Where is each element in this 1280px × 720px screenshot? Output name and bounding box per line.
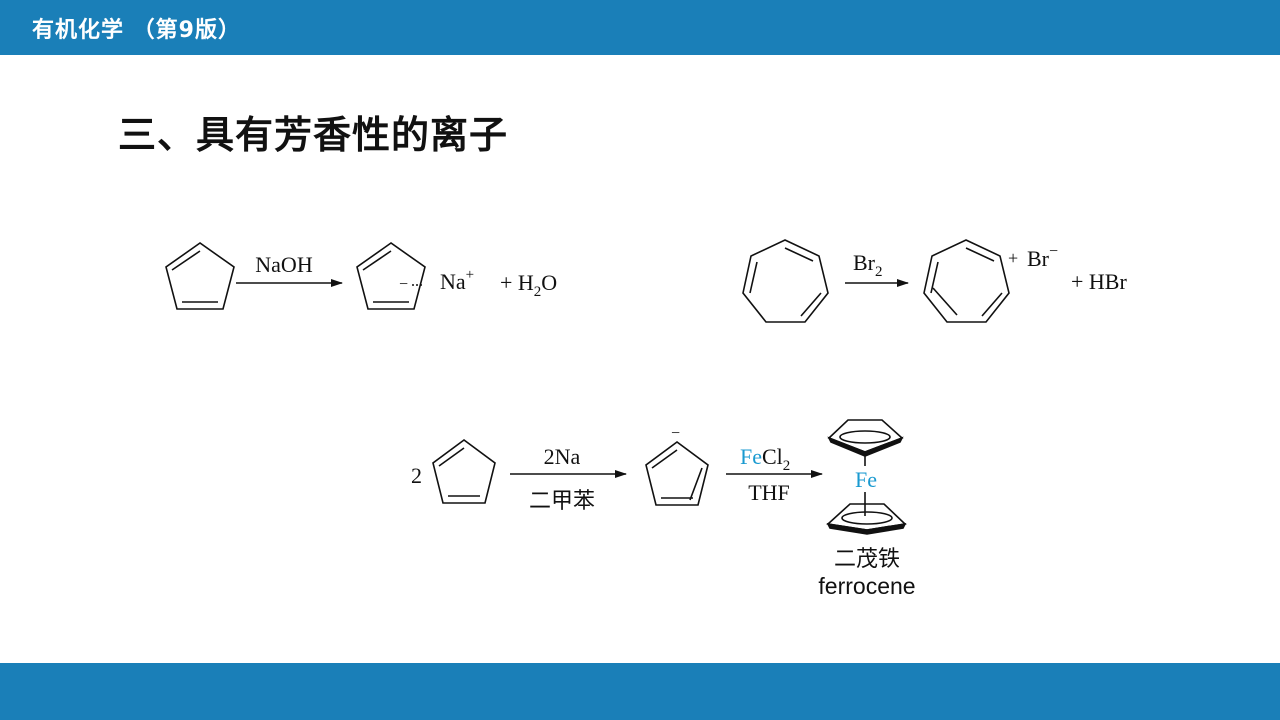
- tropylium-charge: +: [1008, 248, 1018, 268]
- section-title: 三、具有芳香性的离子: [118, 113, 509, 157]
- ferrocene-bottom-ring: [826, 503, 907, 535]
- reagent-naoh: NaOH: [255, 252, 313, 277]
- ferrocene-top-ring: [827, 419, 904, 457]
- reagent-sodium: 2Na: [544, 444, 581, 469]
- anion-charge-2: −: [671, 425, 680, 442]
- reaction-2: Br2 + Br− + HBr: [742, 239, 1127, 323]
- reagent-bromine: Br2: [853, 250, 883, 280]
- bromide-ion: Br−: [1027, 243, 1058, 271]
- footer-bar: [0, 663, 1280, 720]
- sodium-ion: Na+: [440, 267, 474, 294]
- ferrocene-structure: [826, 419, 907, 535]
- header-title: 有机化学 （第9版）: [32, 18, 241, 43]
- tropylium-structure: [923, 239, 1010, 323]
- cycloheptatriene-structure: [742, 239, 829, 323]
- solvent-xylene: 二甲苯: [529, 489, 595, 514]
- solvent-thf: THF: [748, 480, 790, 505]
- header-bar: 有机化学 （第9版）: [0, 0, 1280, 55]
- reagent-iron-chloride: FeCl2: [740, 444, 790, 474]
- reaction-3: 2 2Na 二甲苯 − FeCl2 THF: [411, 419, 916, 599]
- water-product: + H2O: [500, 270, 557, 300]
- product-name-chinese: 二茂铁: [834, 547, 900, 572]
- cyclopentadiene-structure: [165, 242, 235, 310]
- hbr-product: + HBr: [1071, 269, 1127, 294]
- cyclopentadiene-structure-2: [432, 439, 496, 504]
- coefficient-2: 2: [411, 463, 422, 488]
- cyclopentadienyl-anion-structure: [356, 242, 426, 310]
- anion-charge-1: −: [399, 276, 408, 293]
- ferrocene-iron: Fe: [855, 467, 877, 492]
- product-name-english: ferrocene: [818, 573, 915, 599]
- reaction-1: NaOH − Na+ + H2O: [165, 242, 557, 310]
- cyclopentadienyl-anion-structure-2: [645, 441, 709, 506]
